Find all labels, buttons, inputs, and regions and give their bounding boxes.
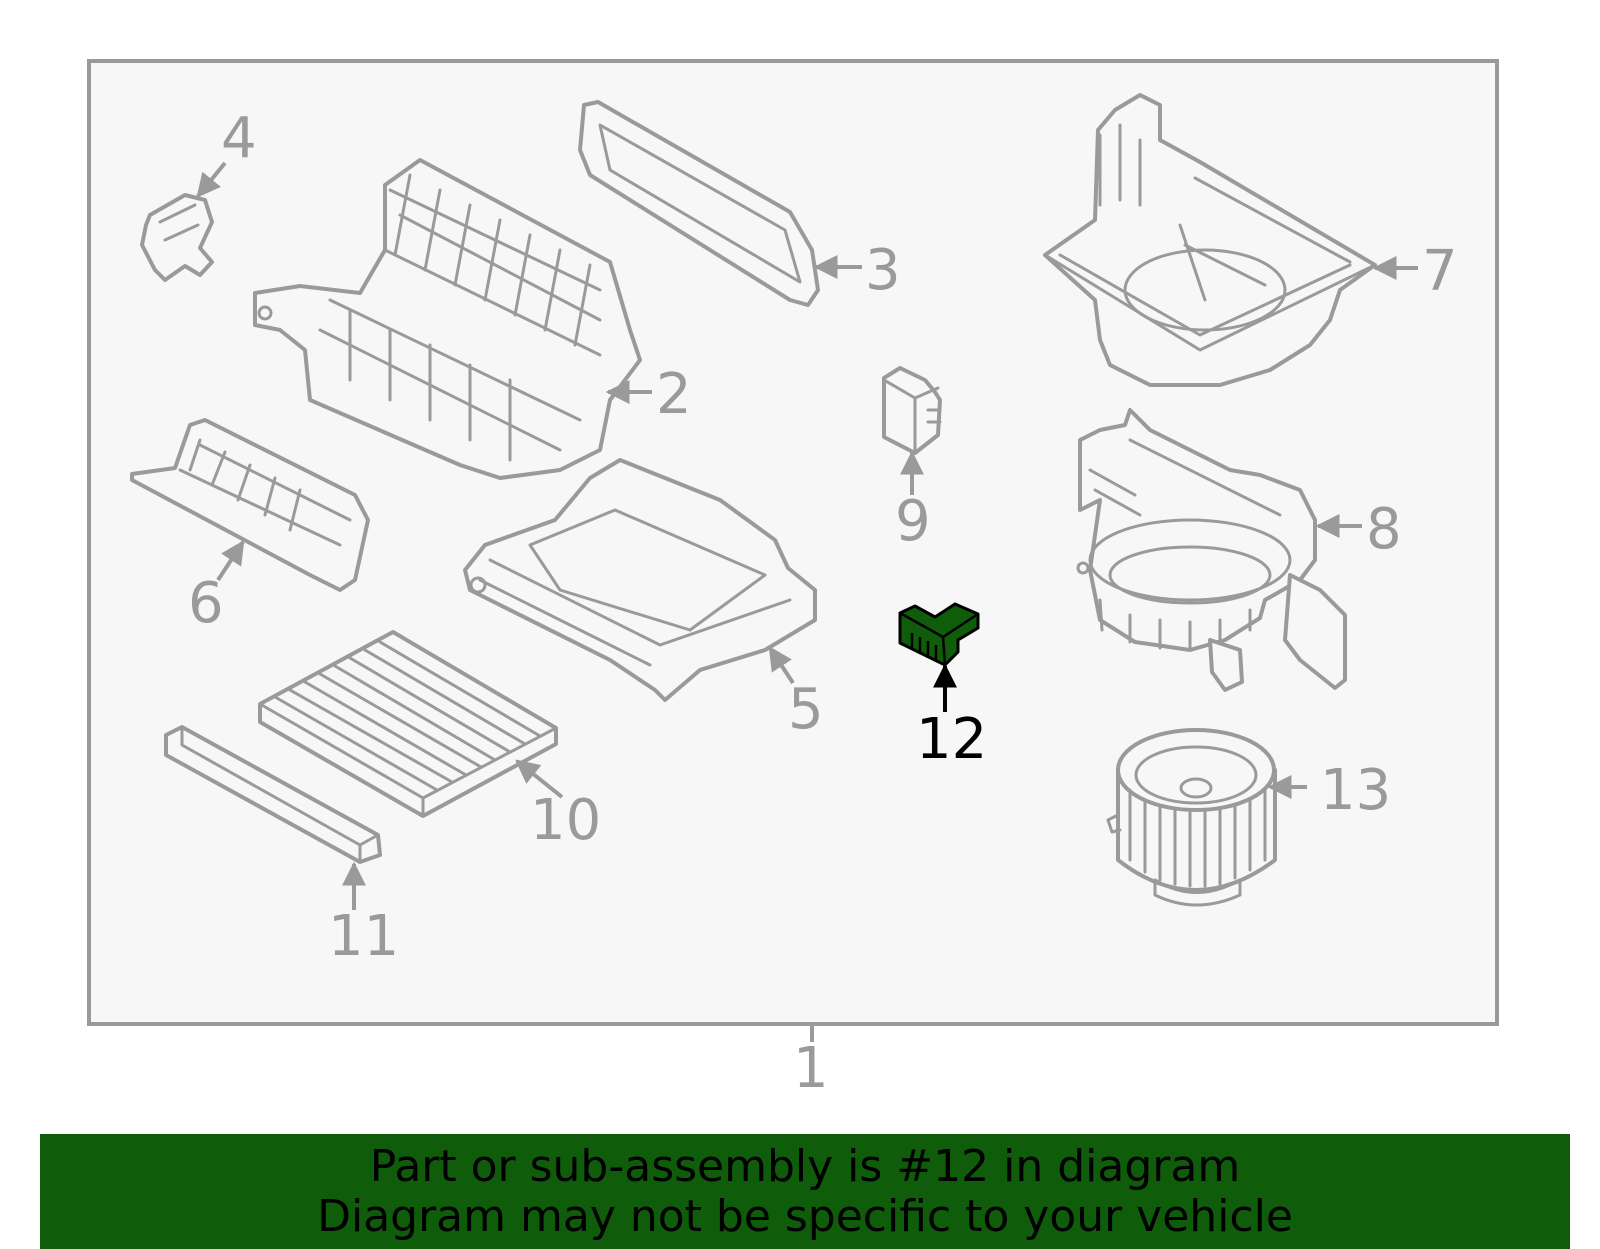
callout-8: 8 [1366, 497, 1402, 562]
callout-1: 1 [793, 1036, 829, 1101]
callout-13: 13 [1320, 758, 1391, 823]
part-11-seal-strip [164, 725, 382, 864]
part-9-sensor [882, 366, 942, 455]
callout-4: 4 [221, 106, 257, 171]
callout-2: 2 [656, 362, 692, 427]
part-10-cabin-filter [258, 630, 558, 818]
info-banner: Part or sub-assembly is #12 in diagram D… [40, 1134, 1570, 1249]
part-12-blower-resistor [898, 602, 980, 667]
callout-6: 6 [188, 571, 224, 636]
part-2-heater-case [253, 158, 642, 480]
callout-7: 7 [1422, 239, 1458, 304]
callout-11: 11 [328, 904, 399, 969]
callout-3: 3 [865, 238, 901, 303]
callout-5: 5 [788, 677, 824, 742]
callout-12: 12 [916, 707, 987, 772]
part-7-blower-upper-case [1043, 93, 1377, 387]
part-5-filter-housing [463, 458, 817, 702]
banner-line-1: Part or sub-assembly is #12 in diagram [369, 1141, 1241, 1192]
part-13-blower-motor [1106, 728, 1277, 907]
part-8-blower-scroll [1076, 408, 1347, 692]
callout-9: 9 [895, 489, 931, 554]
callout-10: 10 [530, 788, 601, 853]
part-3-filter-cover [578, 100, 820, 307]
banner-line-2: Diagram may not be specific to your vehi… [317, 1191, 1293, 1242]
part-6-duct [130, 418, 370, 592]
part-4-actuator [140, 193, 214, 282]
leader-lines [196, 161, 1418, 910]
